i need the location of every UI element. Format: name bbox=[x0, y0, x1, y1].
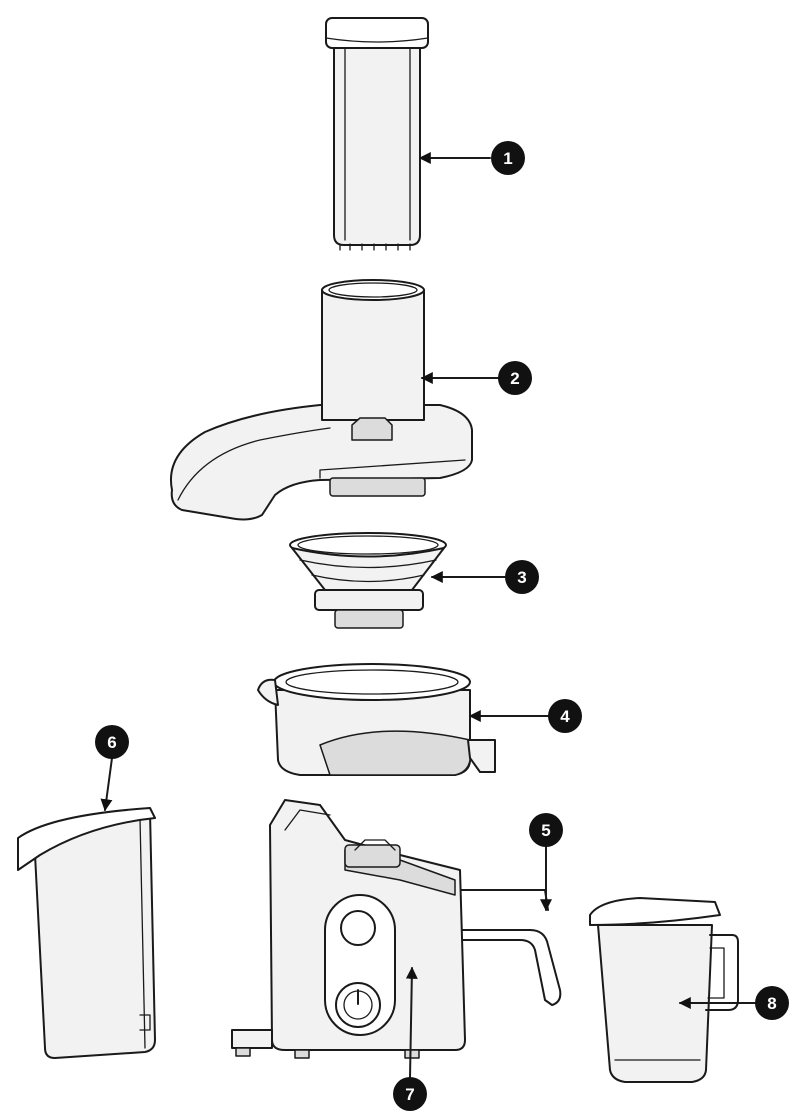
callout-badge-6: 6 bbox=[95, 725, 129, 759]
filter-basket bbox=[289, 532, 447, 629]
callout-arrows bbox=[100, 152, 756, 1079]
callout-badge-5: 5 bbox=[529, 813, 563, 847]
food-pusher bbox=[325, 17, 429, 251]
svg-text:2: 2 bbox=[510, 369, 519, 388]
callout-badge-8: 8 bbox=[755, 986, 789, 1020]
arrow-7 bbox=[405, 966, 418, 1079]
svg-text:5: 5 bbox=[541, 821, 550, 840]
callout-badge-7: 7 bbox=[393, 1077, 427, 1111]
juice-jug bbox=[589, 897, 739, 1083]
motor-base bbox=[231, 799, 466, 1059]
pulp-container bbox=[17, 807, 156, 1059]
svg-text:7: 7 bbox=[405, 1085, 414, 1104]
callout-badge-3: 3 bbox=[505, 560, 539, 594]
cover-feed-chute bbox=[170, 279, 473, 521]
callout-badge-1: 1 bbox=[491, 141, 525, 175]
svg-text:4: 4 bbox=[560, 707, 570, 726]
svg-text:1: 1 bbox=[503, 149, 512, 168]
callout-badge-4: 4 bbox=[548, 699, 582, 733]
callout-badge-2: 2 bbox=[498, 361, 532, 395]
svg-text:3: 3 bbox=[517, 568, 526, 587]
svg-text:6: 6 bbox=[107, 733, 116, 752]
arrow-6 bbox=[100, 757, 113, 812]
juice-collector bbox=[257, 663, 496, 776]
svg-text:8: 8 bbox=[767, 994, 776, 1013]
